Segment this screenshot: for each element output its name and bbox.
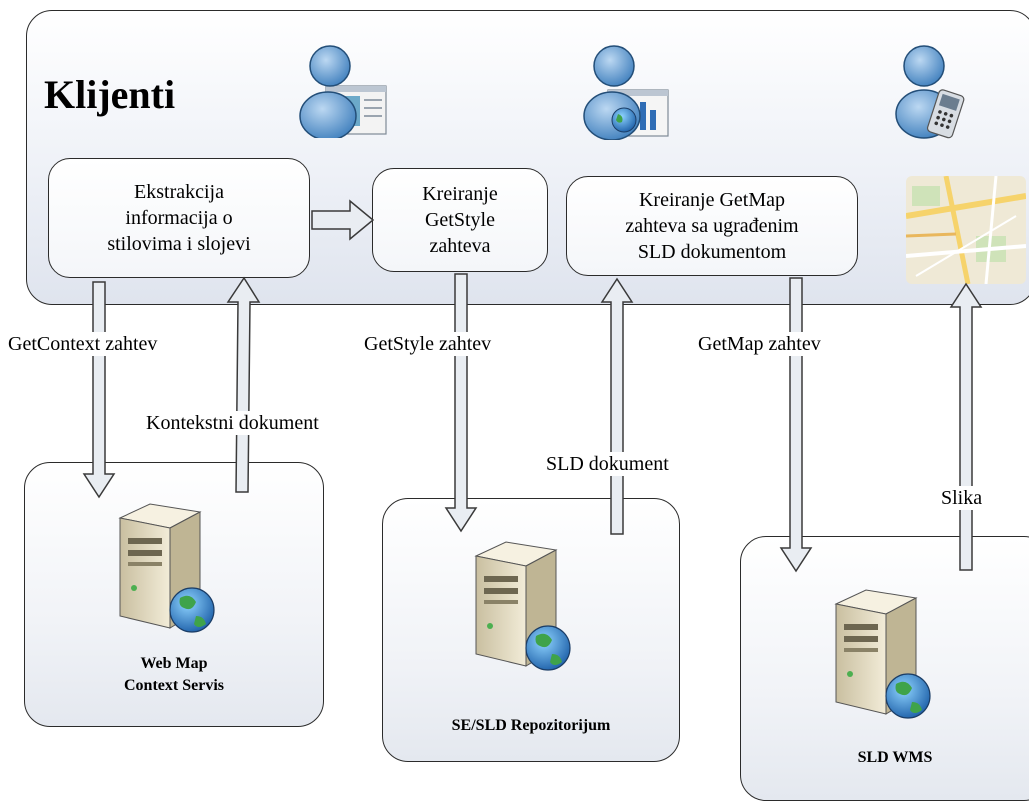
user-map-window-icon (583, 45, 669, 140)
label-getmap-request: GetMap zahtev (698, 332, 821, 356)
arrow-sld-doc-up (600, 277, 634, 535)
server-label-sld-wms: SLD WMS (857, 749, 933, 766)
label-sld-document: SLD dokument (546, 452, 669, 476)
clients-title: Klijenti (44, 72, 176, 117)
label-getstyle-request: GetStyle zahtev (364, 332, 492, 356)
step-getstyle: Kreiranje GetStyle zahteva (372, 168, 548, 272)
server-box-wmc: Web Map Context Servis (24, 462, 324, 727)
step-getstyle-text: Kreiranje GetStyle zahteva (422, 183, 498, 257)
server-globe-icon (118, 503, 215, 633)
arrow-getstyle-down (444, 273, 478, 533)
server-globe-icon (834, 589, 931, 719)
map-thumbnail-icon (906, 176, 1026, 284)
user-mobile-icon (895, 45, 965, 139)
label-context-document: Kontekstni dokument (146, 411, 319, 435)
arrow-image-up (949, 282, 983, 571)
arrow-context-doc-up (226, 276, 261, 493)
arrow-getcontext-down (82, 281, 116, 499)
step-extraction-text: Ekstrakcija informacija o stilovima i sl… (107, 181, 251, 255)
server-label-sld-repo: SE/SLD Repozitorijum (451, 717, 611, 734)
label-getcontext-request: GetContext zahtev (8, 332, 158, 356)
user-desktop-icon (299, 45, 387, 138)
step-extraction: Ekstrakcija informacija o stilovima i sl… (48, 158, 310, 278)
server-globe-icon (474, 541, 571, 671)
arrow-extraction-to-getstyle (311, 199, 375, 241)
step-getmap-text: Kreiranje GetMap zahteva sa ugrađenim SL… (625, 189, 799, 263)
arrow-getmap-down (779, 277, 813, 573)
server-label-wmc: Web Map Context Servis (124, 655, 224, 694)
label-image: Slika (941, 486, 983, 510)
step-getmap: Kreiranje GetMap zahteva sa ugrađenim SL… (566, 176, 858, 276)
server-box-sld-wms: SLD WMS (740, 536, 1029, 801)
